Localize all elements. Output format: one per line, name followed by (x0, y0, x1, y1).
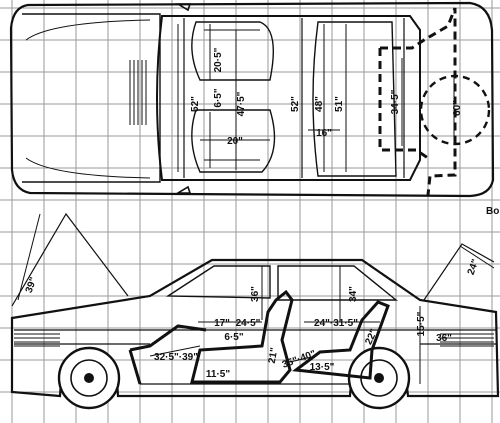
top-view: 20·5" 6·5" 47·5" 52" 52" 48" 51" 20" 16"… (9, 1, 495, 198)
dim-32-5-39: 32·5"·39" (154, 352, 198, 363)
dim-48: 48" (314, 96, 325, 112)
spare-wheel-outline (419, 74, 491, 146)
corner-label: Bo (486, 206, 499, 217)
side-mirrors (175, 3, 192, 194)
cabin-outline (156, 15, 421, 181)
dim-11-5: 11·5" (206, 369, 230, 380)
rear-seat-profile (292, 300, 390, 380)
boot-space-outline (378, 7, 457, 196)
hood-outline (22, 13, 161, 183)
grille-stripes (14, 333, 60, 347)
side-trim-lines (14, 329, 496, 385)
dim-52-right: 52" (290, 96, 301, 112)
dim-6-5-side: 6·5" (224, 332, 243, 343)
opening-arcs (11, 212, 495, 307)
rear-light-stripes (440, 333, 494, 347)
dim-36-boot: 36" (436, 333, 452, 344)
rear-bench (312, 21, 397, 177)
dim-13-5: 13·5" (310, 362, 335, 373)
dim-34: 34" (348, 286, 359, 302)
dim-6-5-top: 6·5" (213, 88, 224, 107)
dim-16: 16" (316, 128, 332, 139)
side-windows (165, 265, 398, 301)
front-seat-profile (190, 289, 294, 384)
rear-wheel (347, 346, 411, 410)
dim-34-5: 34·5" (390, 89, 401, 114)
dim-24-31-5: 24"·31·5" (314, 318, 358, 329)
dim-39-hood: 39" (24, 276, 40, 295)
front-seat-lower (191, 109, 276, 173)
front-wheel (57, 346, 121, 410)
dim-24-5: 24·5" (236, 318, 261, 329)
top-body-outline (9, 1, 495, 198)
door-pillars (183, 18, 405, 178)
hood-creases (25, 19, 151, 179)
seat-bolsters (204, 29, 260, 161)
dim-20: 20" (227, 136, 243, 147)
dim-24-boot-lid: 24" (466, 258, 482, 277)
top-dimension-lines (177, 24, 455, 172)
dim-51: 51" (334, 96, 345, 112)
dim-15-5: 15·5" (416, 311, 427, 336)
dim-20-5: 20·5" (213, 47, 224, 72)
side-view: 39" 24" 17" 24·5" 36" 34" 24"·31·5" 15·5… (10, 212, 500, 410)
dim-36-seat: 36" (250, 286, 261, 302)
dim-47-5: 47·5" (236, 91, 247, 116)
dim-60: 60" (452, 100, 463, 116)
top-dimension-labels: 20·5" 6·5" 47·5" 52" 52" 48" 51" 20" 16"… (190, 47, 463, 147)
dim-52-left: 52" (190, 96, 201, 112)
dim-17: 17" (214, 318, 230, 329)
dim-21: 21" (267, 347, 281, 365)
side-dimension-lines (17, 213, 495, 384)
cowl-vents (129, 60, 147, 125)
front-seat-upper (191, 21, 275, 81)
footwell-profile (128, 324, 207, 385)
